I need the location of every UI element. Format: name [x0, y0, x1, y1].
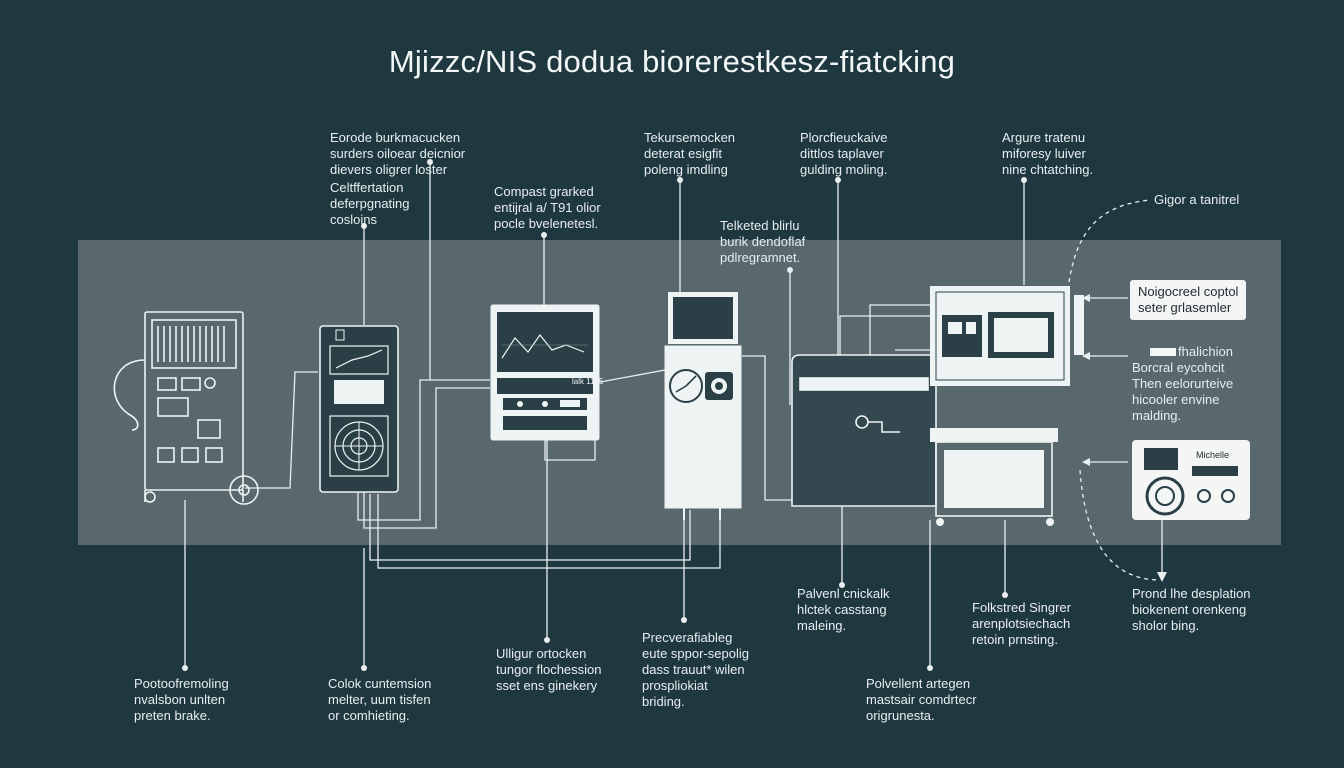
leader-dot: [1002, 592, 1008, 598]
pipe-7: [599, 369, 666, 383]
diagram-title: Mjizzc/NIS dodua biorerestkesz-fiatcking: [388, 44, 956, 79]
pipe-1: [245, 371, 318, 489]
leader-dot: [787, 267, 793, 273]
callout-box-b-marker: [1150, 348, 1176, 356]
pipe-9: [839, 315, 930, 360]
pipe-10: [869, 304, 930, 360]
side-device: [1132, 440, 1250, 520]
cart-cabinet: [930, 428, 1058, 526]
pipe-6: [544, 430, 596, 461]
arrowhead: [1082, 294, 1090, 302]
control-cabinet: [113, 311, 259, 505]
pipe-5: [377, 494, 721, 569]
leader-dot: [361, 665, 367, 671]
pipe-8: [742, 355, 795, 501]
arrowhead: [1082, 458, 1090, 466]
leader-dot: [427, 159, 433, 165]
leader-dot: [544, 637, 550, 643]
monitor-workstation: [490, 304, 600, 441]
pipe-4: [369, 494, 691, 561]
control-panel: [930, 286, 1084, 386]
leader-dot: [839, 582, 845, 588]
leader-dot: [835, 177, 841, 183]
leader-dot: [361, 223, 367, 229]
pipe-3: [363, 387, 490, 529]
gauge-unit: [664, 292, 742, 520]
monitor-readout: lalk 1105: [572, 377, 604, 386]
tank-vessel: [791, 354, 937, 507]
leader-dot: [182, 665, 188, 671]
ventilated-unit: [319, 325, 399, 493]
label-top-h: Gigor a tanitrel: [1154, 192, 1240, 207]
arrowhead: [1157, 572, 1167, 582]
leader-dot: [1021, 177, 1027, 183]
leader-dot: [927, 665, 933, 671]
arrowhead: [1082, 352, 1090, 360]
leader-dot: [541, 232, 547, 238]
pipe-2: [357, 379, 490, 521]
device-display-text: Michelle: [1196, 450, 1229, 460]
leader-dot: [681, 617, 687, 623]
leader-dot: [677, 177, 683, 183]
dashed-curve-top: [1067, 199, 1151, 291]
